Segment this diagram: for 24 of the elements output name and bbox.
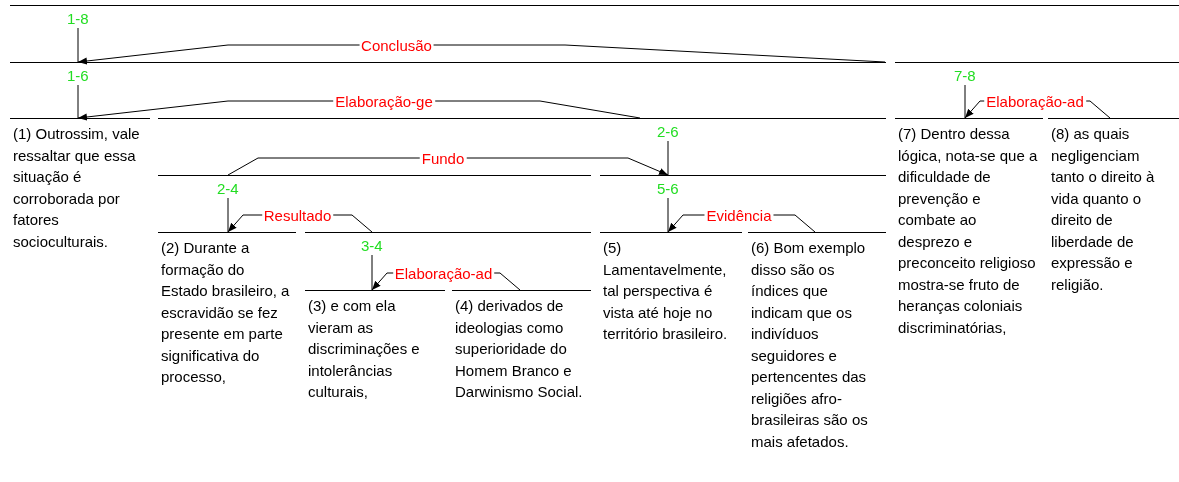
text-segment: (5) Lamentavelmente, tal perspectiva é vista até hoje no território brasileiro.: [600, 232, 742, 345]
text-segment: (2) Durante a formação do Estado brasileiro, a escravidão se fez presente em parte significativa do processo,: [158, 232, 296, 388]
span-label: 7-8: [895, 62, 1179, 85]
nucleus-line: [371, 254, 373, 291]
text-segment: (1) Outrossim, vale ressaltar que essa situação é corroborada por fatores socioculturais.: [10, 118, 150, 252]
span-label: 1-8: [10, 5, 1179, 28]
nucleus-line: [77, 84, 79, 119]
span-label: 5-6: [600, 175, 886, 198]
text-segment: (3) e com ela vieram as discriminações e intolerâncias culturais,: [305, 290, 445, 403]
nucleus-line: [667, 197, 669, 233]
text-segment: (6) Bom exemplo disso são os índices que indicam que os indivíduos seguidores e pertencentes das religiões afro-brasileiras são os mais afetados.: [748, 232, 886, 452]
text-segment: (4) derivados de ideologias como superioridade do Homem Branco e Darwinismo Social.: [452, 290, 591, 403]
text-segment: (7) Dentro dessa lógica, nota-se que a dificuldade de prevenção e combate ao desprezo e preconceito religioso mostra-se fruto de heranças coloniais discriminatórias,: [895, 118, 1043, 338]
nucleus-line: [964, 84, 966, 119]
nucleus-line: [227, 197, 229, 233]
span-label: 1-6: [10, 62, 886, 85]
span-label: 3-4: [305, 232, 591, 255]
nucleus-line: [667, 140, 669, 176]
relation-arrow: [77, 44, 886, 65]
relation-arrow: [227, 157, 669, 176]
span-label: 2-6: [158, 118, 886, 141]
nucleus-line: [77, 27, 79, 63]
text-segment: (8) as quais negligenciam tanto o direito à vida quanto o direito de liberdade de expressão e religião.: [1048, 118, 1179, 295]
span-label: 2-4: [158, 175, 591, 198]
